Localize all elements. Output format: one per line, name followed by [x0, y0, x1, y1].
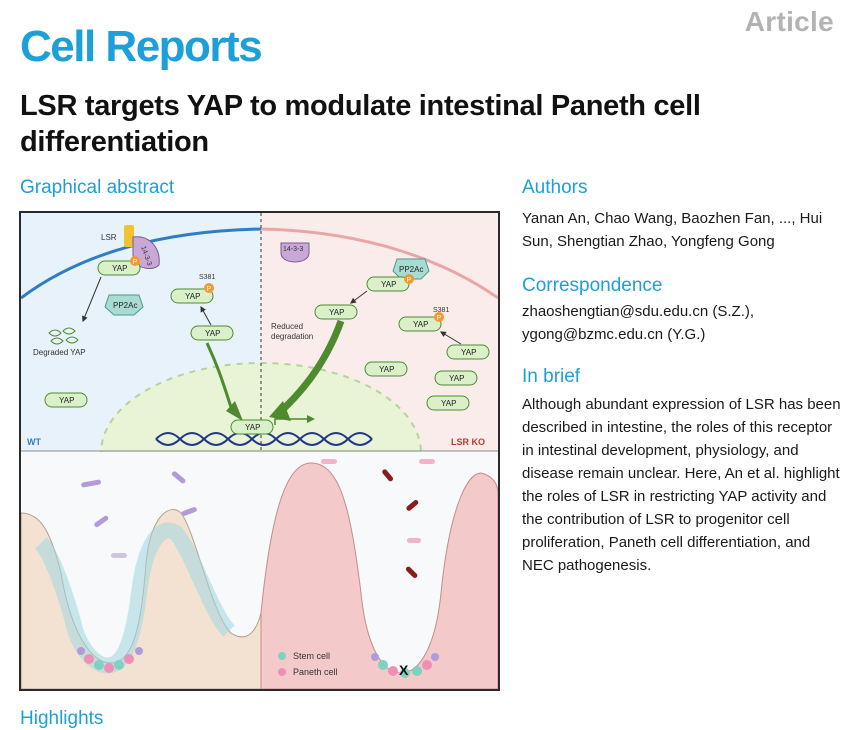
authors-list[interactable]: Yanan An, Chao Wang, Baozhen Fan, ..., H… [522, 210, 823, 250]
yap-wt-nuclear [44, 392, 88, 408]
phospho-ko-bound [404, 274, 414, 284]
svg-text:YAP: YAP [449, 374, 464, 383]
svg-text:YAP: YAP [461, 348, 476, 357]
reduced-degradation-label-2: degradation [271, 332, 313, 341]
s381-ko-label: S381 [433, 307, 449, 314]
svg-text:YAP: YAP [441, 399, 456, 408]
svg-text:YAP: YAP [329, 308, 344, 317]
yap-dna-bound [230, 419, 274, 435]
graphical-abstract-svg: LSR 14-3-3 YAP P S381 YAP P PP2Ac YAP De… [21, 213, 498, 689]
yap-ko-nuclear-2 [434, 370, 478, 386]
svg-text:P: P [437, 315, 442, 322]
phospho-wt [204, 283, 214, 293]
pp2ac-wt-label: PP2Ac [113, 301, 137, 310]
svg-text:P: P [407, 277, 412, 284]
email-link-gong[interactable]: ygong@bzmc.edu.cn (Y.G.) [522, 326, 706, 343]
yap-ko-cyto [314, 304, 358, 320]
yap-ko-phospho [398, 316, 442, 332]
svg-text:YAP: YAP [205, 329, 220, 338]
degraded-yap-fragments [48, 327, 79, 345]
svg-text:YAP: YAP [245, 423, 260, 432]
s381-wt-label: S381 [199, 274, 215, 281]
highlights-heading: Highlights [20, 708, 104, 729]
yap-wt-bound [97, 260, 141, 276]
ko-crypt-cells [371, 653, 439, 678]
wt-label: WT [27, 437, 41, 447]
in-brief-heading: In brief [522, 366, 581, 387]
svg-text:P: P [133, 259, 138, 266]
wt-crypt-cells [77, 647, 143, 673]
svg-text:YAP: YAP [185, 292, 200, 301]
lsr-receptor [124, 225, 134, 247]
yap-wt-phospho [170, 288, 214, 304]
svg-text:P: P [207, 286, 212, 293]
yap-wt-free [190, 325, 234, 341]
article-type-label: Article [744, 6, 834, 37]
ko-membrane [260, 227, 498, 300]
svg-text:YAP: YAP [379, 365, 394, 374]
yap-wt-bound-label: YAP [112, 264, 127, 273]
legend-paneth-cell: Paneth cell [293, 667, 338, 677]
legend-stem-cell: Stem cell [293, 651, 330, 661]
authors-heading: Authors [522, 177, 588, 198]
protein-14-3-3-ko-label: 14-3-3 [283, 246, 303, 253]
graphical-abstract-heading: Graphical abstract [20, 177, 175, 198]
ko-bacteria [321, 459, 435, 579]
reduced-degradation-label-1: Reduced [271, 322, 303, 331]
svg-text:YAP: YAP [413, 320, 428, 329]
wt-membrane [21, 227, 262, 300]
correspondence-emails: zhaoshengtian@sdu.edu.cn (S.Z.), ygong@b… [522, 300, 842, 346]
graphical-abstract-figure: LSR 14-3-3 YAP P S381 YAP P PP2Ac YAP De… [19, 211, 500, 691]
phospho-wt-bound [130, 256, 140, 266]
degraded-yap-label: Degraded YAP [33, 348, 86, 357]
yap-ko-free [446, 344, 490, 360]
svg-text:YAP: YAP [59, 396, 74, 405]
pp2ac-ko-label: PP2Ac [399, 265, 423, 274]
in-brief-text: Although abundant expression of LSR has … [522, 396, 841, 574]
pp2ac-wt [104, 294, 144, 316]
email-link-zhao[interactable]: zhaoshengtian@sdu.edu.cn (S.Z.), [522, 303, 755, 320]
svg-text:YAP: YAP [381, 280, 396, 289]
journal-name[interactable]: Cell Reports [20, 22, 263, 71]
correspondence-heading: Correspondence [522, 275, 663, 296]
yap-ko-nuclear-3 [426, 395, 470, 411]
protein-14-3-3-ko [280, 242, 310, 263]
paper-title: LSR targets YAP to modulate intestinal P… [20, 90, 701, 158]
cell-legend: Stem cell Paneth cell [278, 651, 338, 677]
pp2ac-ko [392, 258, 430, 280]
phospho-ko [434, 312, 444, 322]
lsr-label: LSR [101, 233, 117, 242]
lsr-ko-label: LSR KO [451, 437, 485, 447]
yap-ko-nuclear-1 [364, 361, 408, 377]
wt-bacteria [81, 471, 197, 558]
x-mark: X [399, 662, 409, 678]
